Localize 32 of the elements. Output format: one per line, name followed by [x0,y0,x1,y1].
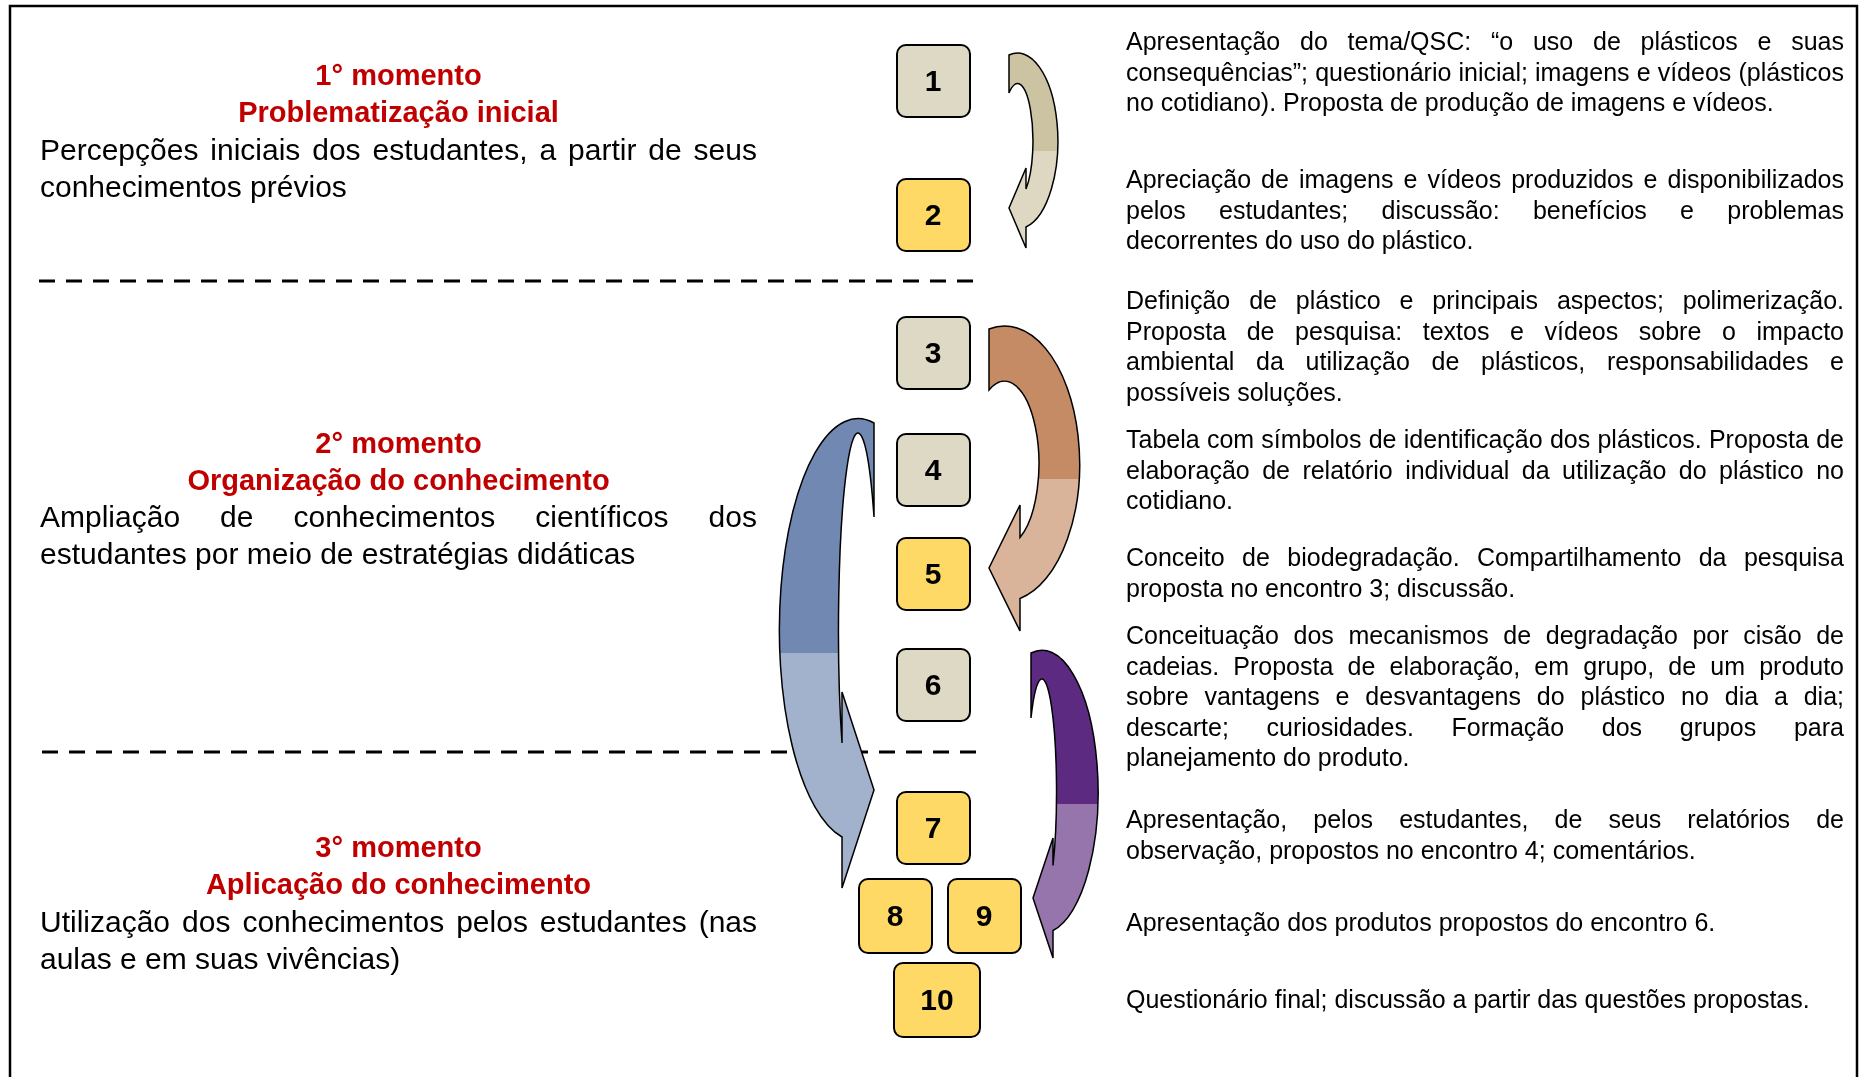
step-description: Conceito de biodegradação. Compartilhamento da pesquisa proposta no encontro 3; discussão. [1126,542,1844,603]
step-description: Apresentação do tema/QSC: “o uso de plásticos e suas consequências”; questionário inicial; imagens e vídeos (plásticos no cotidiano). Proposta de produção de imagens e vídeos. [1126,26,1844,118]
curved-arrow [1008,52,1059,249]
curved-arrow [778,418,875,889]
section-heading: 3° momento [314,830,483,865]
step-box: 8 [857,878,933,954]
curved-arrow [1030,649,1099,959]
step-description: Apresentação dos produtos propostos do encontro 6. [1126,907,1717,938]
step-description: Definição de plástico e principais aspectos; polimerização. Proposta de pesquisa: textos e vídeos sobre o impacto ambiental da utilização de plásticos, responsabilidades e possíveis soluções. [1126,285,1844,407]
step-box: 1 [895,44,971,118]
step-box: 2 [895,178,971,252]
section-heading: Aplicação do conhecimento [204,867,593,902]
step-box: 3 [895,316,971,390]
step-description: Apreciação de imagens e vídeos produzidos e disponibilizados pelos estudantes; discussão: benefícios e problemas decorrentes do uso do plástico. [1126,164,1844,256]
step-box: 7 [895,791,971,865]
curved-arrow [988,325,1081,632]
step-box: 6 [895,648,971,722]
step-box: 9 [946,878,1022,954]
step-description: Conceituação dos mecanismos de degradação por cisão de cadeias. Proposta de elaboração, em grupo, de um produto sobre vantagens e desvantagens do plástico no dia a dia; descarte; curiosidades. Formação dos grupos para planejamento do produto. [1126,620,1844,773]
section-heading: 2° momento [314,426,483,461]
section-heading: Problematização inicial [237,95,560,130]
section-description: Ampliação de conhecimentos científicos dos estudantes por meio de estratégias didáticas [40,499,757,572]
step-box: 4 [895,433,971,507]
section-heading: 1° momento [314,58,483,93]
section-description: Utilização dos conhecimentos pelos estudantes (nas aulas e em suas vivências) [40,904,757,977]
step-description: Questionário final; discussão a partir das questões propostas. [1126,984,1811,1015]
step-description: Tabela com símbolos de identificação dos plásticos. Proposta de elaboração de relatório individual da utilização do plástico no cotidiano. [1126,424,1844,516]
section-description: Percepções iniciais dos estudantes, a partir de seus conhecimentos prévios [40,132,757,205]
step-box: 10 [893,962,981,1038]
step-box: 5 [895,537,971,611]
step-description: Apresentação, pelos estudantes, de seus relatórios de observação, propostos no encontro 4; comentários. [1126,804,1844,865]
section-heading: Organização do conhecimento [186,463,611,498]
